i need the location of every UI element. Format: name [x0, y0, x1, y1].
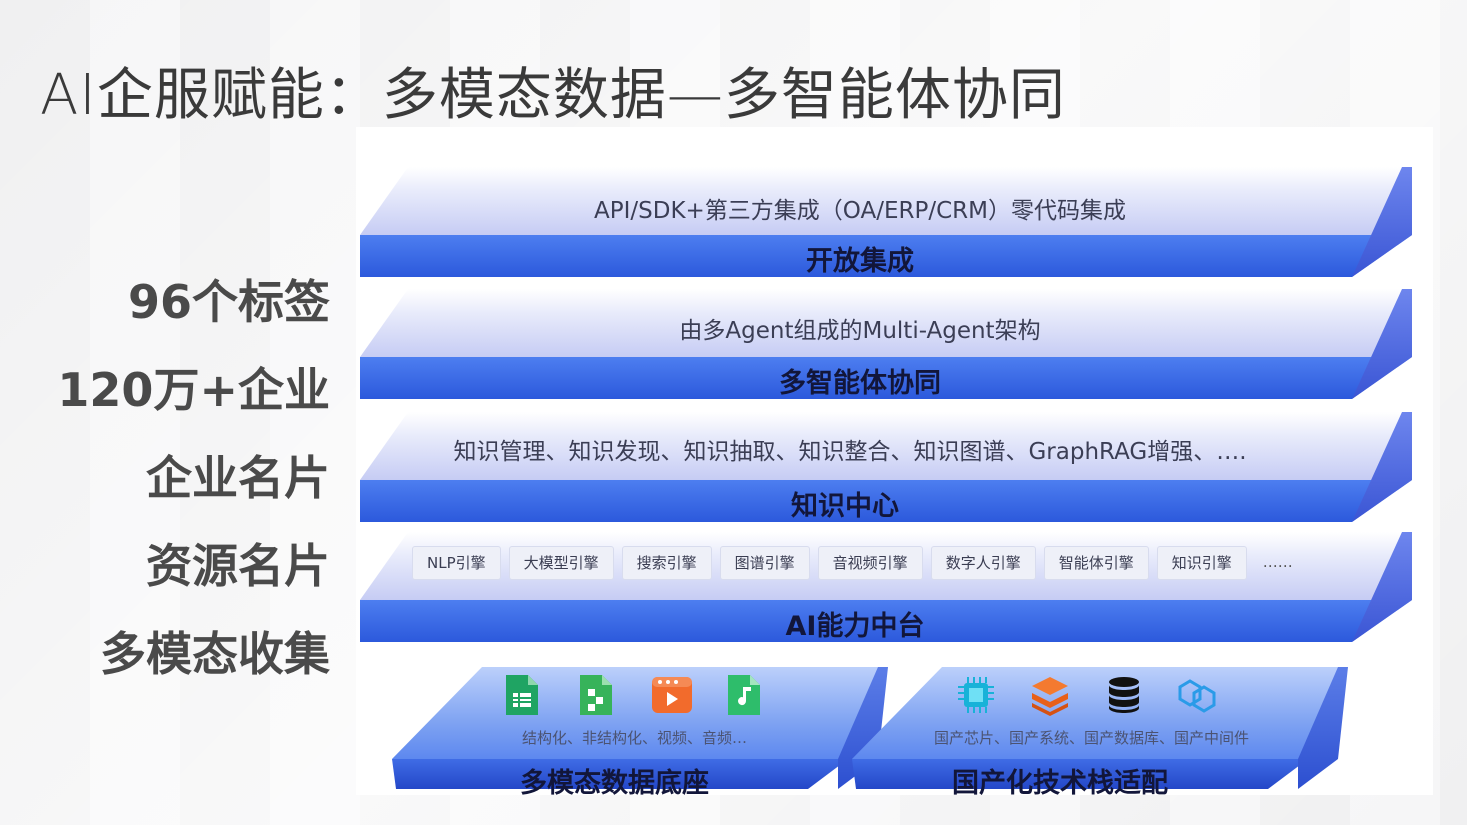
platform-domestic-name: 国产化技术栈适配: [952, 768, 1168, 795]
chip-icon: [954, 673, 998, 717]
video-file-icon: [650, 673, 694, 717]
stat-enterprises: 120万+企业: [57, 363, 330, 417]
system-layers-icon: [1028, 673, 1072, 717]
chip-agent-engine: 智能体引擎: [1043, 546, 1149, 580]
chip-more: ……: [1262, 553, 1293, 571]
layer-open-name: 开放集成: [806, 246, 914, 277]
layer-multi-agent: 由多Agent组成的Multi-Agent架构 多智能体协同: [360, 289, 1412, 401]
stat-multimodal: 多模态收集: [100, 627, 330, 681]
page-title: AI企服赋能：多模态数据—多智能体协同: [40, 63, 1066, 128]
chip-search-engine: 搜索引擎: [621, 546, 712, 580]
layer-ai-name: AI能力中台: [785, 611, 925, 642]
platform-data-desc: 结构化、非结构化、视频、音频…: [522, 729, 748, 747]
layer-open-desc: API/SDK+第三方集成（OA/ERP/CRM）零代码集成: [594, 198, 1126, 224]
chip-nlp-engine: NLP引擎: [412, 546, 501, 580]
stat-tags: 96个标签: [127, 275, 330, 329]
layer-open-integration: API/SDK+第三方集成（OA/ERP/CRM）零代码集成 开放集成: [360, 167, 1412, 279]
platform-data-name: 多模态数据底座: [520, 768, 709, 795]
layer-ai-platform: NLP引擎 大模型引擎 搜索引擎 图谱引擎 音视频引擎 数字人引擎 智能体引擎 …: [360, 532, 1412, 644]
chip-digital-human-engine: 数字人引擎: [930, 546, 1036, 580]
stat-resource-card: 资源名片: [146, 539, 330, 593]
chip-llm-engine: 大模型引擎: [508, 546, 614, 580]
layer-knowledge-center: 知识管理、知识发现、知识抽取、知识整合、知识图谱、GraphRAG增强、…. 知…: [360, 412, 1412, 524]
engine-chips: NLP引擎 大模型引擎 搜索引擎 图谱引擎 音视频引擎 数字人引擎 智能体引擎 …: [412, 546, 1301, 580]
chip-graph-engine: 图谱引擎: [719, 546, 810, 580]
middleware-icon: [1176, 673, 1220, 717]
layer-knowledge-name: 知识中心: [791, 491, 899, 522]
architecture-diagram: API/SDK+第三方集成（OA/ERP/CRM）零代码集成 开放集成 由多Ag…: [356, 127, 1433, 795]
layer-agent-name: 多智能体协同: [779, 368, 941, 399]
chip-av-engine: 音视频引擎: [817, 546, 923, 580]
stat-enterprise-card: 企业名片: [146, 451, 330, 505]
platform-domestic-stack: 国产芯片、国产系统、国产数据库、国产中间件 国产化技术栈适配: [852, 667, 1348, 795]
chip-knowledge-engine: 知识引擎: [1156, 546, 1247, 580]
database-icon: [1102, 673, 1146, 717]
audio-file-icon: [724, 673, 768, 717]
layer-knowledge-desc: 知识管理、知识发现、知识抽取、知识整合、知识图谱、GraphRAG增强、….: [453, 439, 1247, 465]
spreadsheet-icon: [502, 673, 546, 717]
layer-agent-desc: 由多Agent组成的Multi-Agent架构: [679, 318, 1041, 344]
platform-multimodal-data: 结构化、非结构化、视频、音频… 多模态数据底座: [392, 667, 888, 795]
stats-list: 96个标签 120万+企业 企业名片 资源名片 多模态收集: [57, 270, 330, 686]
structured-file-icon: [576, 673, 620, 717]
platform-domestic-desc: 国产芯片、国产系统、国产数据库、国产中间件: [934, 729, 1250, 747]
